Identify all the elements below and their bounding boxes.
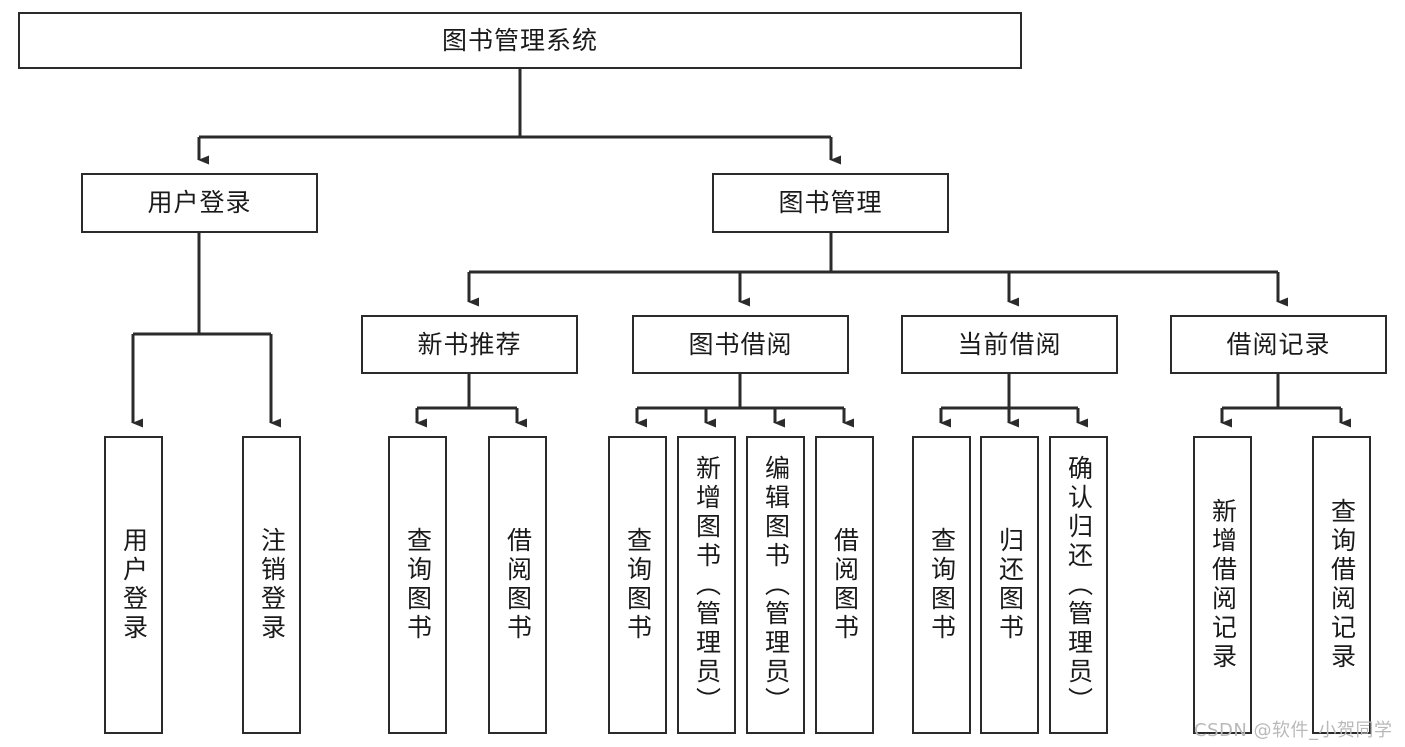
node-current-borrow: 当前借阅 <box>901 315 1118 374</box>
node-leaf-confirm-return-admin: 确认归还（管理员） <box>1049 436 1108 734</box>
node-leaf-add-borrow-record: 新增借阅记录 <box>1193 436 1252 734</box>
node-leaf-add-borrow-record-label: 新增借阅记录 <box>1208 498 1238 672</box>
node-leaf-add-book-admin: 新增图书（管理员） <box>677 436 736 734</box>
node-leaf-user-login-label: 用户登录 <box>119 527 149 643</box>
node-leaf-return-book: 归还图书 <box>980 436 1039 734</box>
node-current-borrow-label: 当前借阅 <box>957 329 1062 359</box>
node-leaf-logout: 注销登录 <box>242 436 301 734</box>
node-book-management: 图书管理 <box>712 173 949 233</box>
node-leaf-recommend-query-book: 查询图书 <box>388 436 447 734</box>
node-book-borrow: 图书借阅 <box>632 315 849 374</box>
node-new-book-recommend-label: 新书推荐 <box>417 329 522 359</box>
node-leaf-borrow-query-book-label: 查询图书 <box>623 527 653 643</box>
node-leaf-borrow-book: 借阅图书 <box>815 436 874 734</box>
node-borrow-record-label: 借阅记录 <box>1226 329 1331 359</box>
node-leaf-logout-label: 注销登录 <box>257 527 287 643</box>
node-leaf-user-login: 用户登录 <box>104 436 163 734</box>
node-leaf-recommend-borrow-book-label: 借阅图书 <box>503 527 533 643</box>
node-leaf-add-book-admin-label: 新增图书（管理员） <box>692 454 722 716</box>
node-leaf-query-borrow-record-label: 查询借阅记录 <box>1327 498 1357 672</box>
node-root: 图书管理系统 <box>18 12 1022 69</box>
node-leaf-query-borrow-record: 查询借阅记录 <box>1312 436 1371 734</box>
node-leaf-edit-book-admin-label: 编辑图书（管理员） <box>761 454 791 716</box>
node-leaf-borrow-book-label: 借阅图书 <box>830 527 860 643</box>
node-leaf-current-query-book-label: 查询图书 <box>927 527 957 643</box>
node-book-management-label: 图书管理 <box>778 188 883 218</box>
node-leaf-recommend-borrow-book: 借阅图书 <box>488 436 547 734</box>
node-leaf-edit-book-admin: 编辑图书（管理员） <box>746 436 805 734</box>
node-leaf-recommend-query-book-label: 查询图书 <box>403 527 433 643</box>
node-leaf-return-book-label: 归还图书 <box>995 527 1025 643</box>
node-new-book-recommend: 新书推荐 <box>361 315 578 374</box>
node-user-login-label: 用户登录 <box>147 188 252 218</box>
node-borrow-record: 借阅记录 <box>1170 315 1387 374</box>
node-leaf-current-query-book: 查询图书 <box>912 436 971 734</box>
node-leaf-borrow-query-book: 查询图书 <box>608 436 667 734</box>
node-user-login: 用户登录 <box>81 173 318 233</box>
node-book-borrow-label: 图书借阅 <box>688 329 793 359</box>
node-leaf-confirm-return-admin-label: 确认归还（管理员） <box>1064 454 1094 716</box>
node-root-label: 图书管理系统 <box>441 25 598 55</box>
